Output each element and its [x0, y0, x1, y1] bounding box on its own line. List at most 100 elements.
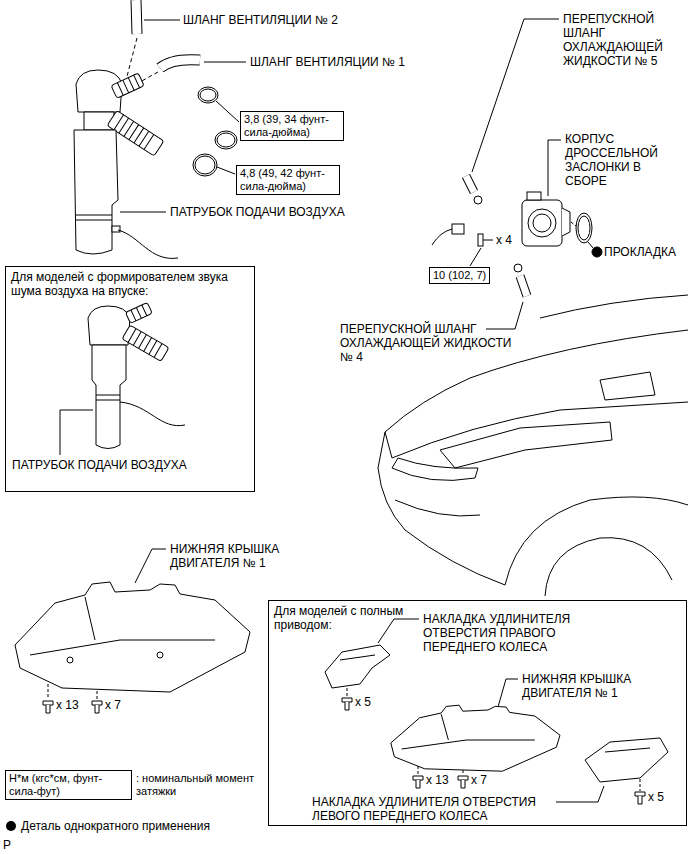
vehicle-outline [440, 422, 612, 468]
ventilation-hose [160, 60, 200, 68]
throttle-body [528, 209, 556, 237]
wheel-liner [585, 738, 668, 782]
torque-spec-box: 3,8 (39, 34 фунт-сила-дюйма) [240, 111, 344, 141]
engine-under-cover [48, 684, 97, 699]
torque-legend-box: Н*м (кгс*см, фунт-сила-фут): номинальный… [5, 770, 132, 800]
leader-line [144, 20, 180, 21]
wheel-liner [340, 655, 375, 660]
vehicle-outline [392, 458, 478, 480]
part-label: НИЖНЯЯ КРЫШКА ДВИГАТЕЛЯ № 1 [522, 672, 642, 700]
air-intake-duct [125, 302, 152, 323]
vehicle-outline [385, 330, 688, 432]
throttle-body [474, 196, 482, 204]
part-label: ПРОКЛАДКА [604, 245, 684, 259]
throttle-body [520, 276, 527, 296]
legend-text: : номинальный момент затяжки [136, 772, 261, 798]
throttle-body [466, 176, 474, 192]
ventilation-hose [136, 0, 137, 34]
leader-line [588, 242, 593, 248]
throttle-body [522, 200, 562, 246]
throttle-body [592, 247, 602, 257]
wheel-liner [342, 698, 352, 710]
vehicle-outline [540, 295, 688, 318]
air-intake-duct [111, 73, 144, 98]
vehicle-outline [378, 432, 385, 468]
engine-under-cover [15, 582, 250, 713]
vehicle-outline [395, 500, 480, 516]
engine-under-cover [92, 701, 102, 713]
air-intake-duct [114, 115, 154, 150]
wheel-liner [325, 645, 668, 804]
page-code: P [3, 838, 23, 852]
torque-value: 4,8 (49, 42 фунт-сила-дюйма) [240, 167, 336, 193]
quantity: x 5 [355, 695, 385, 709]
ventilation-hose [136, 0, 137, 34]
engine-under-cover [157, 652, 163, 658]
engine-under-cover [391, 705, 560, 771]
quantity: x 7 [471, 773, 501, 787]
leader-line [486, 302, 523, 329]
hose-clamp [215, 131, 237, 149]
vehicle-outline [378, 468, 505, 585]
part-label: НАКЛАДКА УДЛИНИТЕЛЯ ОТВЕРСТИЯ ЛЕВОГО ПЕР… [312, 795, 562, 823]
vehicle-outline [385, 402, 688, 458]
legend-text: Деталь однократного применения [21, 819, 210, 833]
engine-under-cover [413, 776, 423, 788]
quantity: x 5 [648, 790, 678, 804]
engine-under-cover [402, 714, 535, 749]
air-intake-duct [122, 325, 169, 361]
hose-clamp [217, 133, 235, 147]
legend-entry: Деталь однократного применения [6, 819, 210, 833]
hose-clamp [195, 156, 215, 174]
engine-under-cover [418, 766, 463, 774]
quantity: x 7 [105, 698, 135, 712]
leader-line [548, 140, 561, 196]
ventilation-hose [140, 72, 158, 82]
ventilation-hose [160, 60, 200, 68]
air-intake-duct [74, 70, 178, 258]
engine-under-cover [43, 701, 53, 713]
torque-spec-box: 10 (102, 7) [429, 267, 490, 284]
illustration [15, 0, 688, 804]
wheel-liner [325, 645, 390, 688]
wheel-liner [347, 688, 348, 697]
part-label: КОРПУС ДРОССЕЛЬНОЙ ЗАСЛОНКИ В СБОРЕ [565, 132, 680, 188]
quantity: x 13 [56, 698, 91, 712]
variant-panel: Для моделей с полным приводом: [268, 600, 687, 826]
leader-line [217, 167, 235, 174]
throttle-body [571, 222, 576, 226]
leader-line [556, 786, 604, 802]
quantity: x 4 [496, 233, 520, 247]
hose-clamp [200, 89, 216, 101]
leader-line [472, 19, 559, 172]
leader-line [498, 679, 518, 707]
throttle-body [576, 213, 592, 243]
throttle-body [432, 229, 452, 245]
engine-under-cover [30, 597, 215, 655]
part-label: ПЕРЕПУСКНОЙ ШЛАНГ ОХЛАЖДАЮЩЕЙ ЖИДКОСТИ №… [340, 322, 520, 364]
air-intake-duct [125, 302, 152, 323]
throttle-body [562, 208, 570, 236]
torque-spec-box: 4,8 (49, 42 фунт-сила-дюйма) [236, 165, 340, 195]
leader-line [470, 248, 481, 266]
torque-value: 10 (102, 7) [433, 269, 486, 282]
vehicle-outline [600, 372, 655, 400]
throttle-body [478, 234, 483, 246]
hose-clamp [193, 154, 217, 176]
engine-under-cover [391, 705, 560, 788]
throttle-body [533, 214, 551, 232]
air-intake-duct [120, 402, 185, 426]
engine-under-cover [67, 657, 73, 663]
panel-heading: Для моделей с полным приводом: [269, 601, 419, 635]
leader-line [60, 19, 604, 802]
part-label: ШЛАНГ ВЕНТИЛЯЦИИ № 1 [250, 55, 420, 69]
hose-clamp [193, 87, 237, 176]
throttle-body [527, 192, 541, 200]
air-intake-duct [112, 226, 120, 232]
air-intake-duct [88, 302, 185, 448]
air-intake-duct [117, 75, 139, 95]
